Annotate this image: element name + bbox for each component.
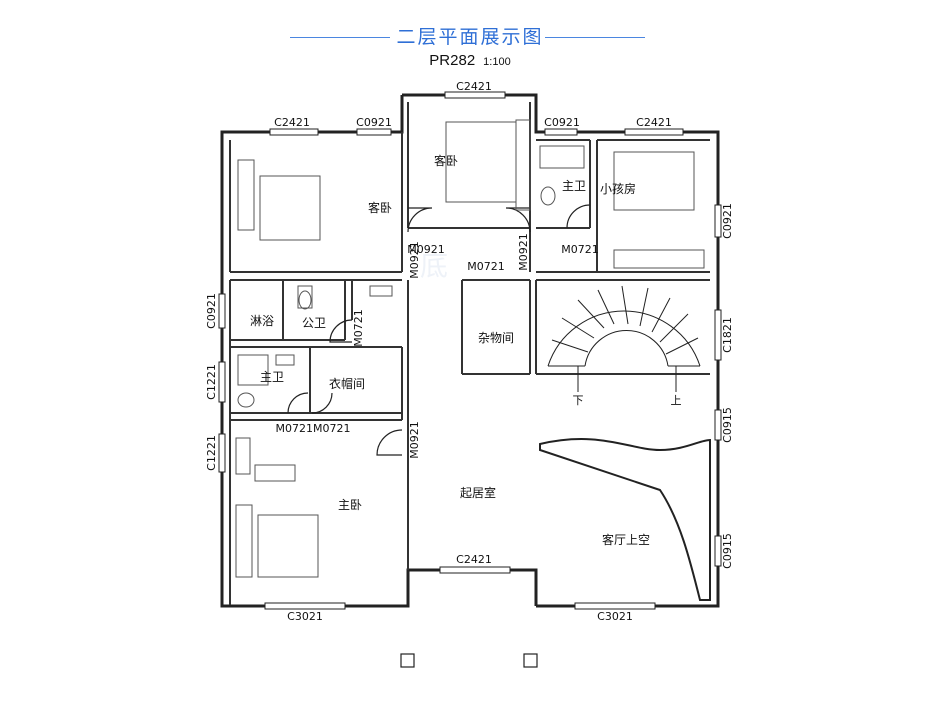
inner-walls (229, 102, 710, 605)
window-label: C2421 (636, 116, 672, 129)
checkbox-right[interactable] (523, 653, 538, 668)
door-label: M0921 (408, 241, 421, 279)
room-master-bath-top: 主卫 (562, 179, 586, 193)
room-living: 起居室 (460, 485, 496, 500)
room-cloakroom: 衣帽间 (329, 376, 365, 391)
doors (287, 204, 591, 456)
door-label: M0721M0721 (276, 422, 351, 435)
door-label: M0921 (407, 243, 445, 256)
window-label: C2421 (456, 80, 492, 93)
room-shower: 淋浴 (250, 314, 274, 328)
room-public-bath: 公卫 (302, 316, 326, 330)
window-label: C0921 (721, 203, 734, 239)
room-guest-bedroom-top: 客卧 (434, 153, 458, 168)
window-label: C0915 (721, 407, 734, 443)
room-storage: 杂物间 (478, 331, 514, 345)
door-label: M0721 (561, 243, 599, 256)
title-rule-left (290, 37, 390, 38)
door-label: M0721 (352, 309, 365, 347)
window-label: C0921 (544, 116, 580, 129)
window-label: C3021 (287, 610, 323, 623)
watermark-text: 底 (420, 249, 448, 282)
room-guest-bedroom-left: 客卧 (368, 200, 392, 215)
window-label: C1221 (205, 364, 218, 400)
title-rule-right (545, 37, 645, 38)
stair-up-label: 上 (671, 394, 682, 407)
stair-down-label: 下 (573, 394, 584, 407)
door-label: M0921 (408, 421, 421, 459)
door-label: M0721 (467, 260, 505, 273)
plan-code: PR282 1:100 (0, 52, 940, 69)
page-title: 二层平面展示图 (396, 26, 544, 48)
furniture (235, 119, 705, 578)
room-master-bedroom: 主卧 (338, 498, 362, 512)
room-living-void: 客厅上空 (602, 532, 650, 547)
checkbox-left[interactable] (400, 653, 415, 668)
window-label: C2421 (274, 116, 310, 129)
room-master-bath-left: 主卫 (260, 370, 284, 384)
windows (218, 91, 722, 610)
window-label: C1221 (205, 435, 218, 471)
living-void-outline (539, 438, 711, 601)
window-label: C0921 (205, 293, 218, 329)
window-label: C1821 (721, 317, 734, 353)
plan-code-text: PR282 (429, 52, 476, 69)
window-label: C3021 (597, 610, 633, 623)
outer-walls (220, 93, 720, 608)
plan-scale: 1:100 (483, 56, 511, 68)
window-label: C0921 (356, 116, 392, 129)
window-label: C0915 (721, 533, 734, 569)
spiral-stair (547, 285, 701, 392)
room-kids: 小孩房 (600, 181, 636, 196)
door-label: M0921 (517, 233, 530, 271)
window-label: C2421 (456, 553, 492, 566)
